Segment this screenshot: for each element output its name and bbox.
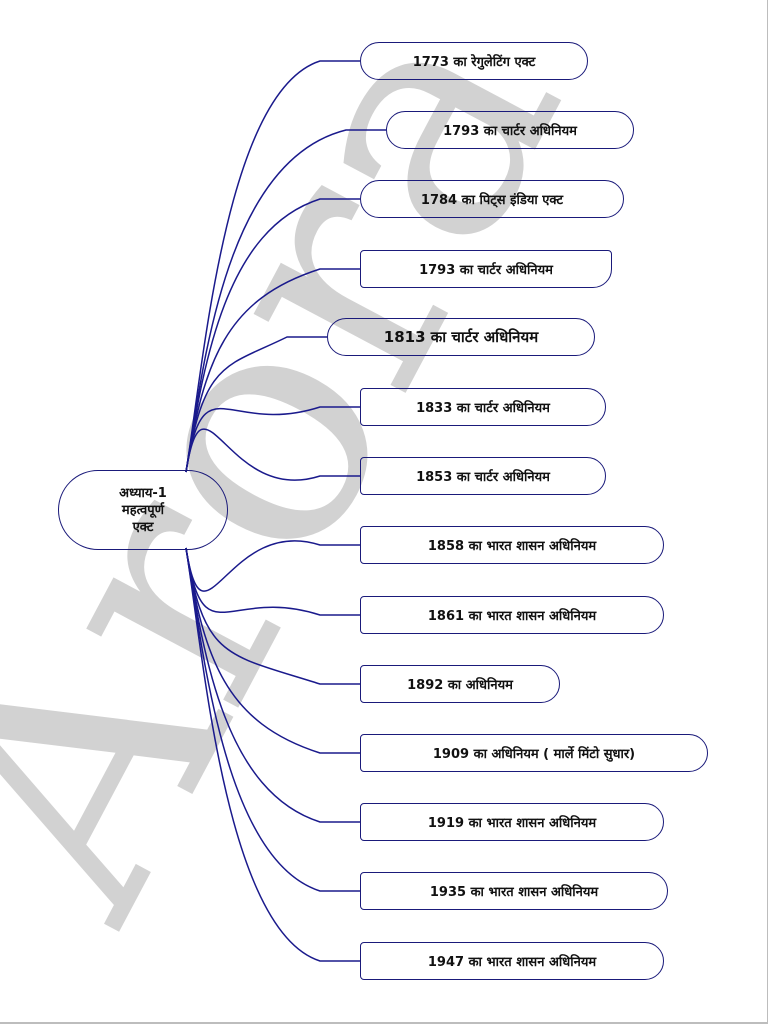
act-node-label: 1858 का भारत शासन अधिनियम: [427, 539, 597, 554]
act-node-label: 1909 का अधिनियम ( मार्ले मिंटो सुधार): [432, 747, 636, 762]
act-node: 1784 का पिट्स इंडिया एक्ट: [360, 180, 624, 218]
act-node-label: 1919 का भारत शासन अधिनियम: [427, 816, 597, 831]
connector-line: [185, 336, 327, 473]
act-node: 1861 का भारत शासन अधिनियम: [360, 596, 664, 634]
central-topic-line-2: महत्वपूर्ण: [121, 502, 165, 518]
act-node: 1793 का चार्टर अधिनियम: [360, 250, 612, 288]
connector-line: [185, 540, 360, 592]
act-node-label: 1813 का चार्टर अधिनियम: [383, 328, 539, 346]
connector-line: [185, 547, 360, 962]
act-node-label: 1773 का रेगुलेटिंग एक्ट: [412, 55, 536, 70]
act-node: 1853 का चार्टर अधिनियम: [360, 457, 606, 495]
central-topic-line-1: अध्याय-1: [119, 485, 167, 501]
connector-line: [185, 547, 360, 823]
act-node-label: 1833 का चार्टर अधिनियम: [416, 401, 550, 416]
act-node: 1858 का भारत शासन अधिनियम: [360, 526, 664, 564]
act-node-label: 1784 का पिट्स इंडिया एक्ट: [420, 193, 564, 208]
act-node-label: 1892 का अधिनियम: [407, 678, 513, 693]
act-node: 1947 का भारत शासन अधिनियम: [360, 942, 664, 980]
act-node: 1919 का भारत शासन अधिनियम: [360, 803, 664, 841]
act-node-label: 1935 का भारत शासन अधिनियम: [429, 885, 599, 900]
act-node-label: 1861 का भारत शासन अधिनियम: [427, 609, 597, 624]
connector-line: [185, 547, 360, 685]
act-node: 1773 का रेगुलेटिंग एक्ट: [360, 42, 588, 80]
act-node: 1833 का चार्टर अधिनियम: [360, 388, 606, 426]
act-node: 1813 का चार्टर अधिनियम: [327, 318, 595, 356]
connector-line: [185, 428, 360, 481]
page-edge-bottom: [0, 1022, 768, 1024]
act-node-label: 1853 का चार्टर अधिनियम: [416, 470, 550, 485]
central-topic-node: अध्याय-1 महत्वपूर्ण एक्ट: [58, 470, 228, 550]
act-node: 1892 का अधिनियम: [360, 665, 560, 703]
act-node: 1793 का चार्टर अधिनियम: [386, 111, 634, 149]
act-node-label: 1793 का चार्टर अधिनियम: [419, 263, 553, 278]
central-topic-line-3: एक्ट: [132, 519, 154, 535]
act-node-label: 1947 का भारत शासन अधिनियम: [427, 955, 597, 970]
act-node: 1935 का भारत शासन अधिनियम: [360, 872, 668, 910]
act-node: 1909 का अधिनियम ( मार्ले मिंटो सुधार): [360, 734, 708, 772]
connector-line: [185, 129, 386, 473]
act-node-label: 1793 का चार्टर अधिनियम: [443, 124, 577, 139]
connector-line: [185, 198, 360, 473]
connector-line: [185, 406, 360, 473]
connector-line: [185, 547, 360, 616]
